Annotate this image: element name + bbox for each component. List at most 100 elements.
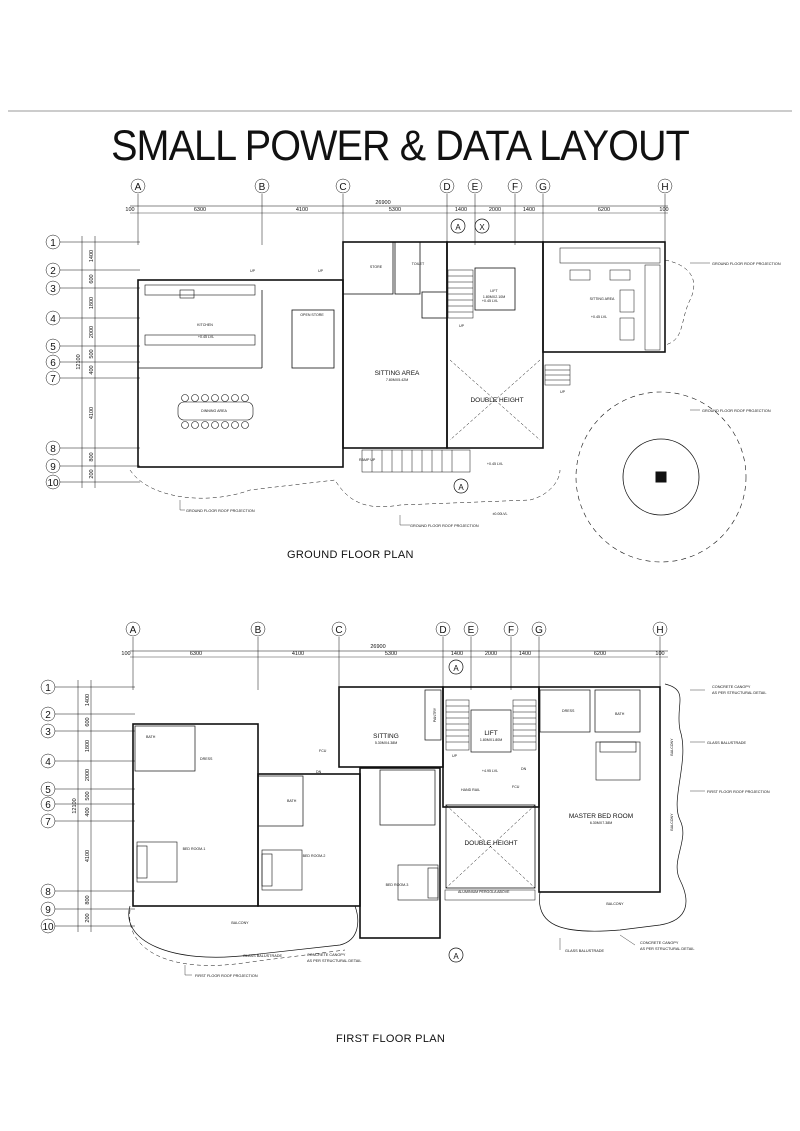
ground-col-dim: 1400 (455, 207, 467, 213)
first-row-label: 4 (45, 757, 51, 768)
ground-row-label: 3 (50, 284, 56, 295)
first-row-dim: 1800 (85, 740, 91, 752)
ground-col-label: F (512, 182, 518, 193)
first-walls (132, 686, 661, 939)
first-room-master-bed: MASTER BED ROOM (569, 813, 633, 820)
first-col-label: B (255, 625, 262, 636)
ground-row-dim: 400 (89, 365, 95, 374)
ground-col-label: E (472, 182, 479, 193)
first-glass-balustrade-note: GLASS BALUSTRADE (565, 949, 605, 953)
first-room-master-size: 6.30MX7.38M (590, 821, 612, 825)
first-overall-width: 26900 (370, 644, 385, 650)
ground-labels: A B C D E F G H 1 2 3 4 5 6 7 8 9 10 269… (47, 182, 780, 528)
first-row-label: 9 (45, 905, 51, 916)
ground-floor-caption: GROUND FLOOR PLAN (287, 549, 414, 561)
ground-room-lift-size: 1.80MX2.10M (483, 295, 505, 299)
ground-up-label: UP (560, 390, 566, 394)
ground-up-label: UP (250, 269, 256, 273)
first-room-bath: BATH (146, 735, 156, 739)
first-row-label: 1 (45, 683, 51, 694)
ground-stairs (361, 269, 571, 473)
first-room-bath: BATH (287, 799, 297, 803)
first-row-label: 3 (45, 727, 51, 738)
ground-walls (137, 241, 666, 468)
first-glass-balustrade-note: GLASS BALUSTRADE (707, 741, 747, 745)
first-col-dim: 1400 (451, 651, 463, 657)
ground-row-dim: 4100 (89, 407, 95, 419)
first-balcony-right (539, 683, 687, 932)
first-section-a: A (453, 664, 459, 673)
first-double-height-cross (445, 804, 536, 889)
first-room-dress: DRESS (562, 709, 575, 713)
ground-grid-rows (45, 234, 140, 490)
first-hand-rail-label: HAND RAIL (461, 788, 480, 792)
first-room-double-height: DOUBLE HEIGHT (464, 840, 517, 847)
ground-row-label: 8 (50, 444, 56, 455)
first-section-a-bottom: A (453, 952, 459, 961)
ground-level: +0.45 LVL (487, 462, 503, 466)
ground-col-label: A (135, 182, 142, 193)
first-row-label: 5 (45, 785, 51, 796)
first-dn-label: DN (521, 767, 527, 771)
first-glass-balustrade-note: GLASS BALUSTRADE (243, 954, 283, 958)
ground-level: +0.45 LVL (591, 315, 607, 319)
ground-col-label: G (539, 182, 547, 193)
first-room-sitting: SITTING (373, 733, 399, 740)
first-col-dim: 6200 (594, 651, 606, 657)
first-stairs (444, 699, 537, 901)
first-concrete-canopy-note: CONCRETE CANOPY (640, 941, 679, 945)
ground-row-dim: 800 (89, 452, 95, 461)
first-room-balcony: BALCONY (670, 813, 674, 831)
first-concrete-canopy-note: CONCRETE CANOPY (307, 953, 346, 957)
first-row-dim: 4100 (85, 850, 91, 862)
first-floor-caption: FIRST FLOOR PLAN (336, 1033, 446, 1045)
ground-inner-walls (138, 241, 516, 369)
first-up-label: UP (452, 754, 458, 758)
ground-room-store: STORE (370, 265, 383, 269)
ground-leaders (179, 262, 710, 526)
ground-col-dim: 1400 (523, 207, 535, 213)
first-col-label: C (335, 625, 342, 636)
first-room-sitting-size: 5.30MX4.38M (375, 741, 397, 745)
ground-row-label: 1 (50, 238, 56, 249)
ground-row-dim: 200 (89, 469, 95, 478)
first-col-label: A (130, 625, 137, 636)
first-col-dim: 5300 (385, 651, 397, 657)
ground-dining-table (177, 394, 254, 429)
ground-col-label: D (443, 182, 450, 193)
first-room-bed3: BED ROOM-3 (386, 883, 409, 887)
first-room-pantry: PANTRY (433, 707, 437, 722)
ground-col-label: B (259, 182, 266, 193)
ground-room-lift: LIFT (490, 289, 498, 293)
first-col-dim: 1400 (519, 651, 531, 657)
ground-ramp-up-label: RAMP UP (359, 458, 376, 462)
ground-room-dining: DINNING AREA (201, 409, 227, 413)
ground-circular-pavilion (622, 438, 700, 516)
first-roof-projection-note: FIRST FLOOR ROOF PROJECTION (195, 974, 258, 978)
ground-section-a-bottom: A (458, 483, 464, 492)
ground-up-label: UP (318, 269, 324, 273)
ground-roof-projection-note: GROUND FLOOR ROOF PROJECTION (702, 409, 771, 413)
first-col-dim: 100 (655, 651, 664, 657)
ground-row-label: 6 (50, 358, 56, 369)
ground-level: +0.45 LVL (198, 335, 214, 339)
ground-room-sitting: SITTING AREA (375, 370, 420, 377)
first-col-dim: 100 (121, 651, 130, 657)
first-double-height-void (445, 804, 536, 889)
first-col-label: H (656, 625, 663, 636)
first-row-dim: 200 (85, 913, 91, 922)
ground-roof-projection (129, 469, 561, 507)
first-balcony-left (128, 905, 359, 958)
first-row-label: 2 (45, 710, 51, 721)
first-row-dim: 500 (85, 791, 91, 800)
ground-row-dim: 500 (89, 349, 95, 358)
first-room-dress: DRESS (200, 757, 213, 761)
first-beds (136, 741, 641, 901)
ground-room-toilet: TOILET (412, 262, 425, 266)
ground-room-sitting-right: SITTING AREA (590, 297, 615, 301)
ground-roof-projection-note: GROUND FLOOR ROOF PROJECTION (186, 509, 255, 513)
ground-kitchen-counters (144, 284, 256, 346)
ground-room-sitting-size: 7.80MX5.42M (386, 378, 408, 382)
first-col-label: F (508, 625, 514, 636)
